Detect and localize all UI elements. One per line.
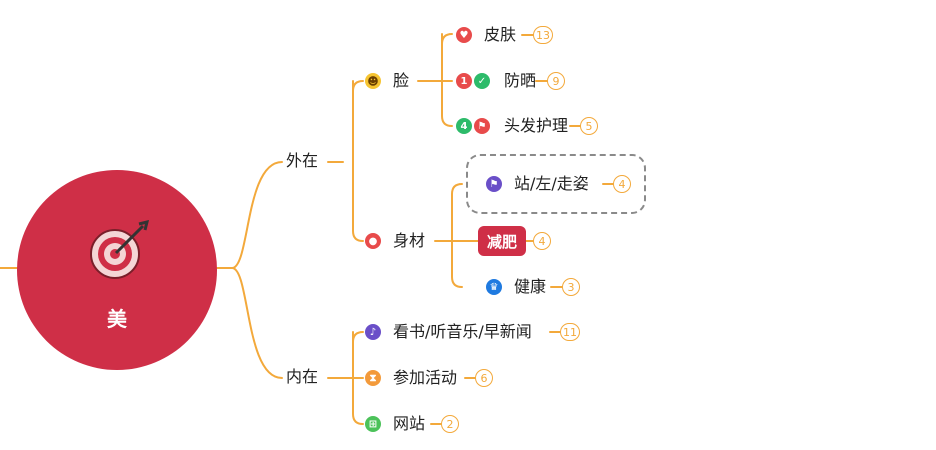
- node-posture-label: 站/左/走姿: [514, 174, 589, 193]
- cart-icon: ⊞: [365, 416, 381, 432]
- node-activities-label: 参加活动: [393, 368, 458, 387]
- count-badge-posture: 4: [613, 175, 631, 193]
- node-posture[interactable]: ⚑ 站/左/走姿: [486, 174, 589, 194]
- node-weightloss[interactable]: 减肥: [478, 226, 526, 256]
- branch-inner-label: 内在: [286, 367, 319, 386]
- target-arrow-icon: [90, 220, 149, 279]
- node-face[interactable]: ☻ 脸: [365, 71, 409, 91]
- trophy-icon: ♛: [486, 279, 502, 295]
- count-badge-sunscreen: 9: [547, 72, 565, 90]
- count-badge-weightloss: 4: [533, 232, 551, 250]
- count-badge-skin: 13: [533, 26, 553, 44]
- root-title: 美: [107, 307, 127, 331]
- count-badge-haircare: 5: [580, 117, 598, 135]
- count-badge-health: 3: [562, 278, 580, 296]
- priority-4-icon: 4: [456, 118, 472, 134]
- node-haircare-label: 头发护理: [504, 116, 569, 135]
- count-badge-website: 2: [441, 415, 459, 433]
- flag-icon: ⚑: [474, 118, 490, 134]
- node-website[interactable]: ⊞ 网站: [365, 414, 425, 434]
- root-node[interactable]: 美: [17, 170, 217, 370]
- laughing-face-icon: ☻: [365, 73, 381, 89]
- selection-boundary: [466, 154, 646, 214]
- music-note-icon: ♪: [365, 324, 381, 340]
- node-reading[interactable]: ♪ 看书/听音乐/早新闻: [365, 322, 532, 342]
- node-website-label: 网站: [393, 414, 426, 433]
- check-icon: ✓: [474, 73, 490, 89]
- node-haircare[interactable]: 4 ⚑ 头发护理: [456, 116, 568, 136]
- hourglass-icon: ⧗: [365, 370, 381, 386]
- node-body-label: 身材: [393, 231, 426, 250]
- node-skin[interactable]: ♥ 皮肤: [456, 25, 516, 45]
- node-face-label: 脸: [393, 71, 410, 90]
- node-health-label: 健康: [514, 277, 547, 296]
- person-icon: ●: [365, 233, 381, 249]
- count-badge-reading: 11: [560, 323, 580, 341]
- node-reading-label: 看书/听音乐/早新闻: [393, 322, 532, 341]
- node-skin-label: 皮肤: [484, 25, 517, 44]
- branch-outer[interactable]: 外在: [286, 151, 318, 171]
- node-sunscreen-label: 防晒: [504, 71, 537, 90]
- node-sunscreen[interactable]: 1 ✓ 防晒: [456, 71, 536, 91]
- priority-1-icon: 1: [456, 73, 472, 89]
- node-activities[interactable]: ⧗ 参加活动: [365, 368, 457, 388]
- node-body[interactable]: ● 身材: [365, 231, 425, 251]
- heart-icon: ♥: [456, 27, 472, 43]
- node-health[interactable]: ♛ 健康: [486, 277, 546, 297]
- branch-inner[interactable]: 内在: [286, 367, 318, 387]
- flag-icon: ⚑: [486, 176, 502, 192]
- count-badge-activities: 6: [475, 369, 493, 387]
- branch-outer-label: 外在: [286, 151, 319, 170]
